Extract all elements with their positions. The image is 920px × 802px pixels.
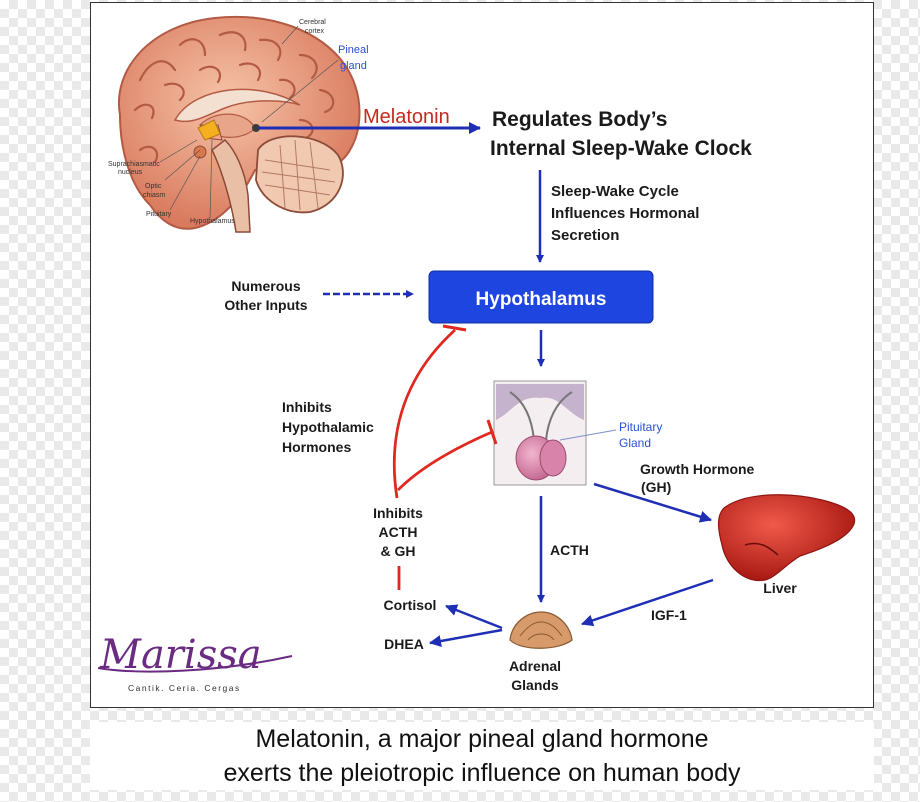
adrenal-label-2: Glands — [511, 677, 559, 693]
inhibits-hypo-line-3: Hormones — [282, 439, 351, 455]
growth-hormone-line-2: (GH) — [641, 479, 671, 495]
pituitary-label-2: Gland — [619, 436, 651, 450]
inhibit-pituitary-line — [397, 430, 493, 491]
acth-label: ACTH — [550, 542, 589, 558]
inhibits-acth-line-3: & GH — [381, 543, 416, 559]
label-optic-2: chiasm — [143, 192, 165, 199]
dhea-arrow — [429, 628, 503, 647]
numerous-line-1: Numerous — [231, 278, 300, 294]
dhea-label: DHEA — [384, 636, 424, 652]
cerebellum-folds — [261, 139, 336, 211]
inhibit-hypothalamus-bar — [442, 324, 467, 332]
brainstem — [211, 139, 251, 233]
caption-line-1: Melatonin, a major pineal gland hormone — [255, 725, 709, 753]
igf1-arrow — [581, 578, 714, 627]
label-pineal-1: Pineal — [338, 44, 369, 56]
pineal-gland-dot — [252, 124, 260, 132]
caption: Melatonin, a major pineal gland hormone … — [90, 722, 874, 790]
growth-hormone-line-1: Growth Hormone — [640, 461, 755, 477]
adrenal-label-1: Adrenal — [509, 658, 561, 674]
regulates-line-1: Regulates Body’s — [492, 108, 667, 131]
corpus-callosum — [173, 88, 301, 123]
logo-tagline: Cantik. Ceria. Cergas — [128, 683, 241, 693]
label-scn-1: Suprachiasmatic — [108, 161, 160, 168]
label-pituitary-brain: Pituitary — [146, 211, 172, 218]
igf1-label: IGF-1 — [651, 607, 687, 623]
inhibits-acth-line-2: ACTH — [379, 524, 418, 540]
liver-illustration — [717, 494, 856, 582]
liver-label: Liver — [763, 580, 797, 596]
melatonin-label: Melatonin — [363, 106, 450, 128]
sleep-wake-line-3: Secretion — [551, 227, 619, 244]
marissa-logo: Marissa Cantik. Ceria. Cergas — [97, 632, 293, 693]
inhibits-acth-line-1: Inhibits — [373, 505, 423, 521]
brain-illustration — [117, 15, 361, 233]
sleep-wake-line-2: Influences Hormonal — [551, 205, 699, 222]
cortisol-label: Cortisol — [384, 597, 437, 613]
inhibits-hypo-line-1: Inhibits — [282, 399, 332, 415]
cortisol-arrow — [445, 604, 503, 630]
inhibit-pituitary-bar — [486, 419, 498, 445]
growth-hormone-arrow — [593, 482, 712, 523]
regulates-line-2: Internal Sleep-Wake Clock — [490, 137, 752, 160]
hypothalamus-box — [428, 270, 654, 324]
hypothalamus-box-label: Hypothalamus — [476, 289, 607, 310]
pituitary-dot — [193, 145, 207, 159]
optic-chiasm — [197, 119, 221, 141]
adrenal-illustration — [509, 611, 573, 649]
brain-leader-lines — [159, 25, 339, 219]
pituitary-illustration — [493, 380, 617, 486]
label-cerebral-cortex-2: cortex — [305, 28, 325, 35]
label-hypothalamus-brain: Hypothalamus — [190, 218, 235, 225]
label-optic-1: Optic — [145, 183, 162, 190]
label-pineal-2: gland — [340, 60, 367, 72]
label-scn-2: nucleus — [118, 169, 143, 176]
inhibit-hypothalamus-line — [392, 328, 456, 499]
sleep-wake-line-1: Sleep-Wake Cycle — [551, 183, 679, 200]
inhibits-hypo-line-2: Hypothalamic — [282, 419, 374, 435]
pituitary-label-1: Pituitary — [619, 420, 662, 434]
label-cerebral-cortex-1: Cerebral — [299, 19, 326, 26]
numerous-line-2: Other Inputs — [224, 297, 307, 313]
caption-line-2: exerts the pleiotropic influence on huma… — [223, 759, 741, 787]
